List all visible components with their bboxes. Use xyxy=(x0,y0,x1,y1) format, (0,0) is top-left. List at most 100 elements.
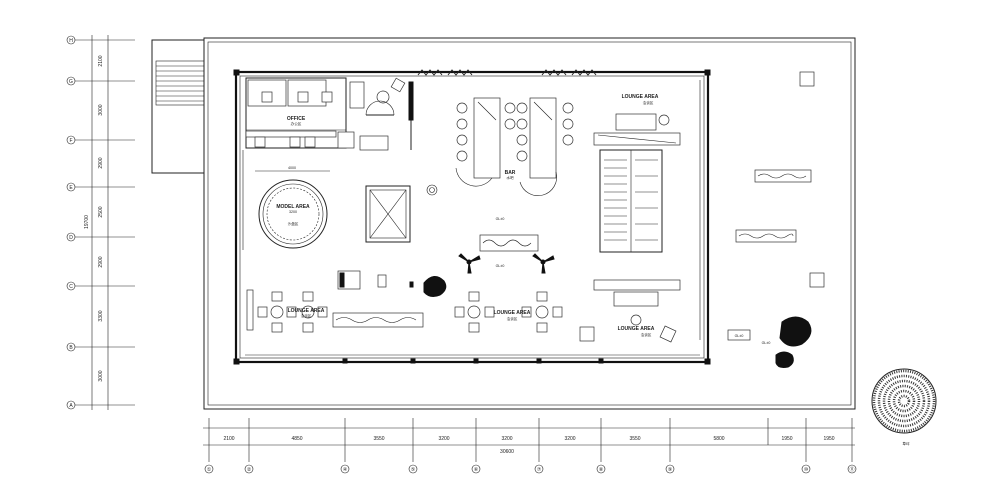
grid-bubble-g: G xyxy=(66,76,76,86)
left-dimension: 2900 xyxy=(98,256,104,267)
lounge-right-bottom: LOUNGE AREA 洽谈区 xyxy=(579,291,677,343)
office-area: OFFICE 办公区 xyxy=(245,77,414,151)
left-dimension: 2900 xyxy=(98,157,104,168)
bottom-total-dimension: 30600 xyxy=(500,449,514,455)
bottom-grid-axis: 2100 4850 3550 3200 3200 3200 3550 5800 … xyxy=(203,418,857,474)
bar-sublabel: 水吧 xyxy=(506,175,514,180)
grid-label-c: C xyxy=(69,284,73,290)
grid-bubble-a: A xyxy=(66,400,76,410)
left-dimension: 3000 xyxy=(98,104,104,115)
model-area: 4000 MODEL AREA 3200 沙盘区 xyxy=(255,166,330,249)
grid-bubble-5: ⑤ xyxy=(408,464,418,474)
model-area-dim: 3200 xyxy=(289,210,297,214)
lounge-left: LOUNGE AREA 洽谈区 xyxy=(246,289,424,333)
lawn-legend: 草坪 xyxy=(871,368,937,446)
grid-label-g: G xyxy=(69,79,73,85)
grid-label-h: H xyxy=(69,38,73,44)
grid-bubble-4: ④ xyxy=(340,464,350,474)
lounge-left-label: LOUNGE AREA xyxy=(288,308,325,314)
left-grid-axis: H G F E D C B A 2100 3000 2900 2500 2900… xyxy=(66,35,135,410)
ceiling-fan-icon xyxy=(532,253,555,274)
table-set xyxy=(521,291,563,333)
table-set xyxy=(301,291,328,333)
grid-bubble-9: ⑨ xyxy=(665,464,675,474)
interior-stair xyxy=(593,132,681,291)
model-dim-top: 4000 xyxy=(288,166,296,170)
grid-label-11: ⑪ xyxy=(849,466,854,473)
lounge-center-label: LOUNGE AREA xyxy=(494,310,531,316)
grid-label-5: ⑤ xyxy=(411,467,416,473)
building-walls xyxy=(233,69,711,365)
ceiling-fan-icon xyxy=(458,253,481,274)
model-area-sublabel: 沙盘区 xyxy=(288,221,299,226)
lounge-right-top: LOUNGE AREA 洽谈区 xyxy=(615,94,670,131)
grid-bubble-h: H xyxy=(66,35,76,45)
grid-bubble-11: ⑪ xyxy=(847,464,857,474)
level-mark: GL±0 xyxy=(762,341,771,345)
office-sublabel: 办公区 xyxy=(291,121,302,126)
outdoor-elements: GL±0 GL±0 xyxy=(423,71,825,368)
model-area-label: MODEL AREA xyxy=(276,204,310,210)
grid-label-4: ④ xyxy=(343,467,348,473)
grid-bubble-10: ⑩ xyxy=(801,464,811,474)
grid-label-b: B xyxy=(69,345,73,351)
lounge-right-bottom-sublabel: 洽谈区 xyxy=(641,332,652,337)
grid-label-f: F xyxy=(69,138,72,144)
left-dimension: 3300 xyxy=(98,310,104,321)
left-total-dimension: 19700 xyxy=(84,215,90,229)
left-dimension: 3000 xyxy=(98,370,104,381)
office-label: OFFICE xyxy=(287,116,306,122)
table-set xyxy=(454,291,495,333)
lounge-right-bottom-label: LOUNGE AREA xyxy=(618,326,655,332)
grid-bubble-c: C xyxy=(66,281,76,291)
grid-bubble-7: ⑦ xyxy=(534,464,544,474)
bottom-dimension: 2100 xyxy=(223,436,234,442)
grid-label-1: ① xyxy=(207,467,212,473)
grid-bubble-f: F xyxy=(66,135,76,145)
grid-label-10: ⑩ xyxy=(804,467,809,473)
bar-area: BAR 水吧 GL±0 xyxy=(455,97,574,221)
bottom-dimension: 3200 xyxy=(438,436,449,442)
grid-bubble-e: E xyxy=(66,182,76,192)
lounge-center-sublabel: 洽谈区 xyxy=(507,316,518,321)
lawn-legend-label: 草坪 xyxy=(902,441,910,446)
lounge-right-top-sublabel: 洽谈区 xyxy=(643,100,654,105)
center-fan-lounge: GL±0 xyxy=(458,234,555,274)
grid-bubble-8: ⑧ xyxy=(596,464,606,474)
left-dimension: 2100 xyxy=(98,55,104,66)
grid-label-6: ⑥ xyxy=(474,467,479,473)
bottom-dimension: 4850 xyxy=(291,436,302,442)
bottom-dimension: 3200 xyxy=(501,436,512,442)
grid-label-9: ⑨ xyxy=(668,467,673,473)
site-boundary xyxy=(203,37,856,410)
grid-label-d: D xyxy=(69,235,73,241)
grid-bubble-6: ⑥ xyxy=(471,464,481,474)
level-mark: GL±0 xyxy=(496,217,505,221)
grid-label-8: ⑧ xyxy=(599,467,604,473)
central-core xyxy=(337,184,438,290)
grid-label-7: ⑦ xyxy=(537,467,542,473)
bottom-dimension: 3200 xyxy=(564,436,575,442)
grid-bubble-2: ② xyxy=(244,464,254,474)
grid-bubble-d: D xyxy=(66,232,76,242)
bar-label: BAR xyxy=(505,170,516,176)
lounge-center: LOUNGE AREA 洽谈区 xyxy=(454,291,563,333)
exterior-stair xyxy=(151,39,205,174)
lounge-right-top-label: LOUNGE AREA xyxy=(622,94,659,100)
grid-label-e: E xyxy=(69,185,73,191)
bottom-dimension: 1950 xyxy=(823,436,834,442)
table-set xyxy=(257,291,297,333)
grid-label-2: ② xyxy=(247,467,252,473)
bottom-dimension: 1950 xyxy=(781,436,792,442)
left-dimension: 2500 xyxy=(98,206,104,217)
level-mark: GL±0 xyxy=(735,334,744,338)
grid-bubble-1: ① xyxy=(204,464,214,474)
bottom-dimension: 5800 xyxy=(713,436,724,442)
lounge-left-sublabel: 洽谈区 xyxy=(301,313,312,318)
grid-bubble-b: B xyxy=(66,342,76,352)
level-mark: GL±0 xyxy=(496,264,505,268)
grid-label-a: A xyxy=(69,403,73,409)
bottom-dimension: 3550 xyxy=(373,436,384,442)
bottom-dimension: 3550 xyxy=(629,436,640,442)
